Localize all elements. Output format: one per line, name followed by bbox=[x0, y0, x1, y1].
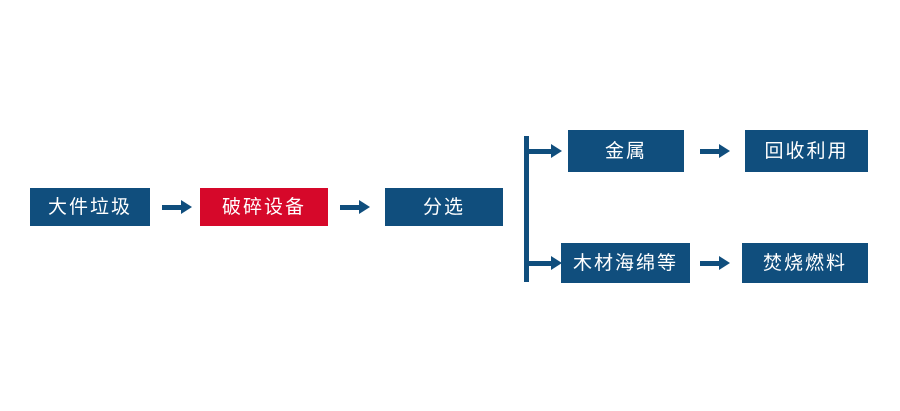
node-crushing-equipment[interactable]: 破碎设备 bbox=[200, 188, 328, 226]
arrow-shaft bbox=[526, 149, 552, 154]
arrow-shaft bbox=[162, 205, 184, 210]
arrow-branch-top-icon bbox=[526, 144, 562, 158]
arrow-right-icon bbox=[700, 144, 730, 158]
arrow-shaft bbox=[700, 149, 722, 154]
node-incineration-fuel[interactable]: 焚烧燃料 bbox=[742, 243, 868, 283]
arrow-branch-bottom-icon bbox=[526, 256, 562, 270]
arrow-head bbox=[551, 256, 562, 270]
branch-bracket-icon bbox=[524, 136, 529, 282]
node-recycling-reuse[interactable]: 回收利用 bbox=[745, 130, 868, 172]
arrow-head bbox=[719, 144, 730, 158]
arrow-shaft bbox=[526, 261, 552, 266]
node-bulky-waste[interactable]: 大件垃圾 bbox=[30, 188, 150, 226]
arrow-right-icon bbox=[162, 200, 192, 214]
arrow-right-icon bbox=[340, 200, 370, 214]
arrow-head bbox=[719, 256, 730, 270]
arrow-head bbox=[359, 200, 370, 214]
arrow-shaft bbox=[700, 261, 722, 266]
arrow-head bbox=[181, 200, 192, 214]
arrow-shaft bbox=[340, 205, 362, 210]
node-metal[interactable]: 金属 bbox=[568, 130, 684, 172]
node-sorting[interactable]: 分选 bbox=[385, 188, 503, 226]
arrow-right-icon bbox=[700, 256, 730, 270]
arrow-head bbox=[551, 144, 562, 158]
node-wood-sponge-etc[interactable]: 木材海绵等 bbox=[561, 243, 690, 283]
